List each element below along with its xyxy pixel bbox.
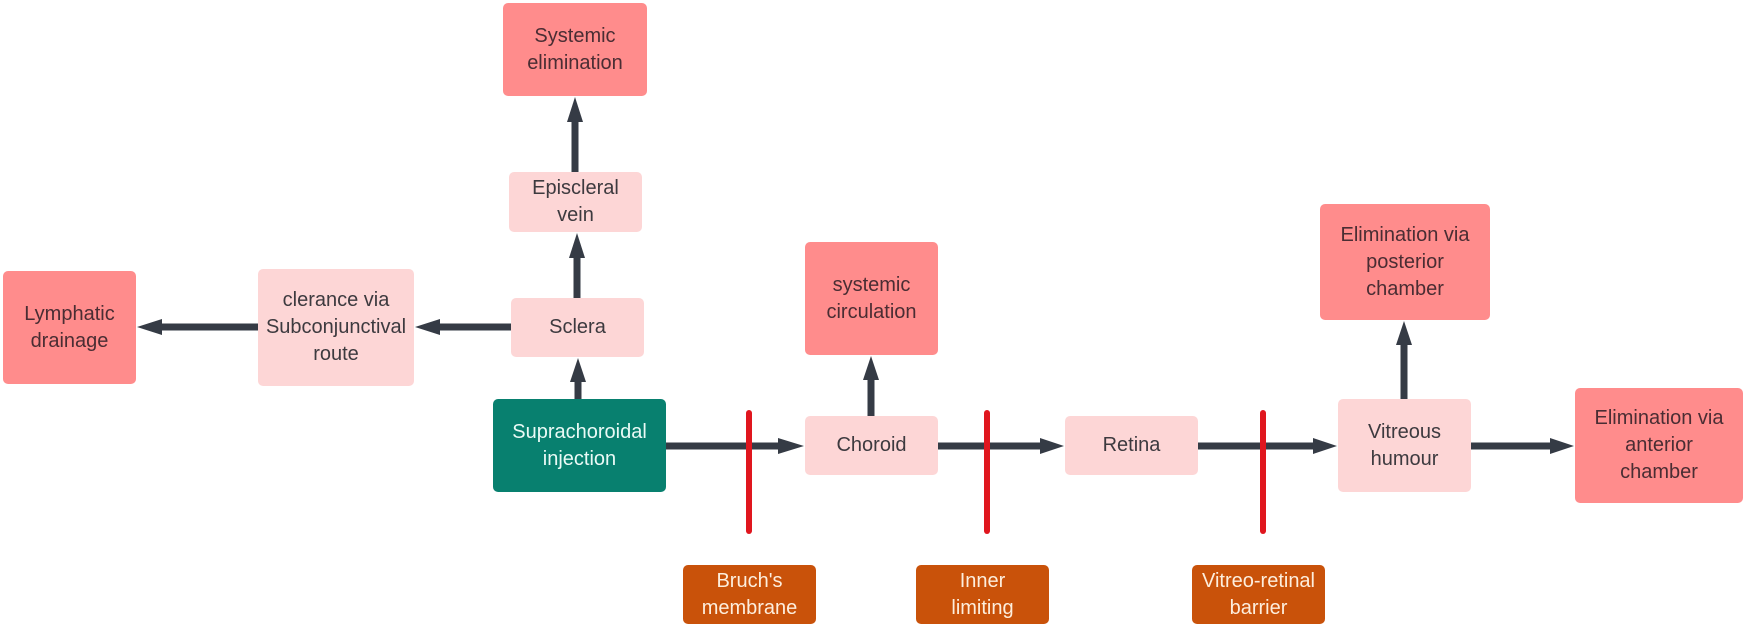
node-sclera[interactable]: Sclera [511,298,644,357]
edge-sclera-to-episcleral [569,233,585,298]
node-retina[interactable]: Retina [1065,416,1198,475]
edge-supra-to-choroid [666,438,804,454]
node-episcleral-vein[interactable]: Episcleral vein [509,172,642,232]
edge-vitreous-to-posterior [1396,321,1412,399]
edge-retina-to-vitreous [1198,438,1337,454]
edge-vitreous-to-anterior [1471,438,1574,454]
edge-choroid-to-systemic-circulation [863,356,879,416]
barrier-label-bruchs-membrane[interactable]: Bruch's membrane [683,565,816,624]
node-vitreous-humour[interactable]: Vitreous humour [1338,399,1471,492]
node-lymphatic-drainage[interactable]: Lymphatic drainage [3,271,136,384]
node-choroid[interactable]: Choroid [805,416,938,475]
edge-clearance-to-lymphatic [137,319,258,335]
barrier-label-inner-limiting[interactable]: Inner limiting [916,565,1049,624]
node-suprachoroidal-injection[interactable]: Suprachoroidal injection [493,399,666,492]
edge-sclera-to-clearance [415,319,511,335]
edge-supra-to-sclera [570,358,586,399]
node-systemic-elimination[interactable]: Systemic elimination [503,3,647,96]
node-subconjunctival-clearance[interactable]: clerance via Subconjunctival route [258,269,414,386]
barrier-label-vitreo-retinal[interactable]: Vitreo-retinal barrier [1192,565,1325,624]
edge-choroid-to-retina [938,438,1064,454]
node-elimination-anterior-chamber[interactable]: Elimination via anterior chamber [1575,388,1743,503]
node-systemic-circulation[interactable]: systemic circulation [805,242,938,355]
node-elimination-posterior-chamber[interactable]: Elimination via posterior chamber [1320,204,1490,320]
edge-episcleral-to-systemic-elimination [567,97,583,172]
